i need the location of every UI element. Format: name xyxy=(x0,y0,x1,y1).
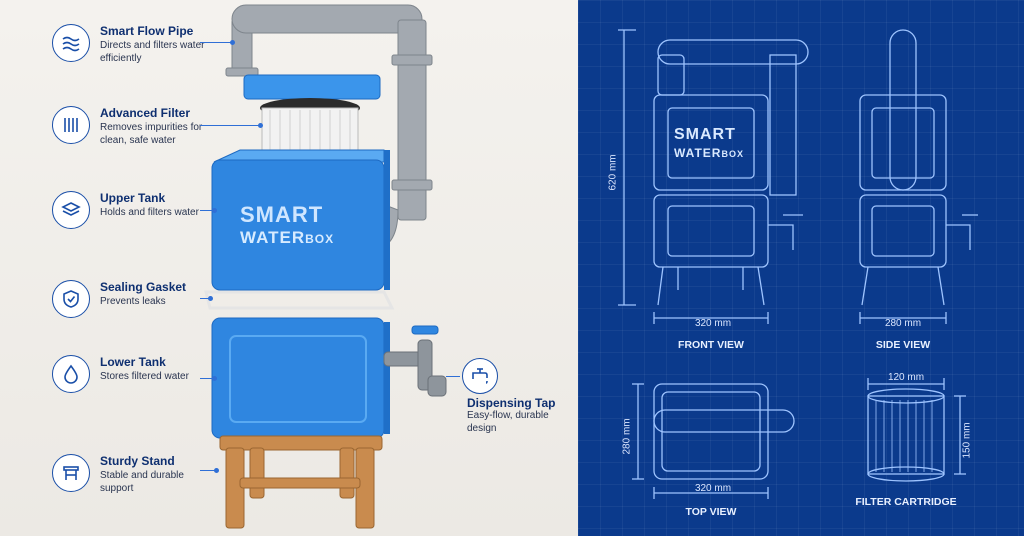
feature-title: Advanced Filter xyxy=(100,106,191,120)
feature-desc: Holds and filters water xyxy=(100,207,199,218)
feature-smart-flow-pipe: Smart Flow Pipe Directs and filters wate… xyxy=(52,24,252,84)
feature-title: Sturdy Stand xyxy=(100,454,175,468)
stool-icon xyxy=(52,454,90,492)
brand-logo: SMART xyxy=(240,202,323,228)
product-illustration-panel: SMART WATERBOX Smart Flow Pipe Directs a… xyxy=(0,0,578,536)
faucet-icon xyxy=(462,358,498,394)
water-box-illustration xyxy=(204,4,447,529)
lower-tank xyxy=(211,317,390,439)
dim-side-width: 280 mm xyxy=(884,318,922,329)
leader-dot xyxy=(230,40,235,45)
tap-leader-line xyxy=(446,376,460,377)
tap xyxy=(383,325,447,397)
feature-desc: Stable and durable support xyxy=(100,470,184,494)
gasket xyxy=(204,290,395,310)
leader-dot xyxy=(212,376,217,381)
leader-dot xyxy=(258,123,263,128)
leader-dot xyxy=(212,208,217,213)
feature-sturdy-stand: Sturdy Stand Stable and durable support xyxy=(52,454,252,514)
side-view-label: SIDE VIEW xyxy=(875,339,931,351)
leader-line xyxy=(200,378,214,379)
dim-top-depth: 280 mm xyxy=(621,418,633,455)
top-view-label: TOP VIEW xyxy=(685,506,737,518)
dim-top-width: 320 mm xyxy=(694,483,732,494)
brand-line2b: BOX xyxy=(305,232,335,246)
upper-lid xyxy=(243,74,381,100)
brand-line1: SMART xyxy=(240,202,324,227)
upper-tank xyxy=(211,149,390,291)
leader-line xyxy=(200,42,232,43)
feature-sealing-gasket: Sealing Gasket Prevents leaks xyxy=(52,280,252,340)
blueprint-brand-line2: WATERBOX xyxy=(674,146,744,160)
front-view-label: FRONT VIEW xyxy=(678,339,744,351)
feature-title: Smart Flow Pipe xyxy=(100,24,194,38)
wooden-stand xyxy=(219,435,383,529)
dim-front-height: 620 mm xyxy=(607,154,619,191)
feature-desc: Directs and filters water efficiently xyxy=(100,40,205,64)
feature-lower-tank: Lower Tank Stores filtered water xyxy=(52,355,252,415)
top-view-drawing xyxy=(632,383,795,499)
feature-desc: Stores filtered water xyxy=(100,371,189,382)
side-view-drawing xyxy=(859,29,978,324)
filter-cartridge-label: FILTER CARTRIDGE xyxy=(855,496,957,508)
feature-title: Upper Tank xyxy=(100,191,166,205)
blueprint-brand-line2b: BOX xyxy=(721,149,744,159)
feature-upper-tank: Upper Tank Holds and filters water xyxy=(52,191,252,251)
water-drop-icon xyxy=(52,355,90,393)
brand-logo-line2: WATERBOX xyxy=(240,228,334,248)
feature-desc: Prevents leaks xyxy=(100,296,166,307)
blueprint-drawing xyxy=(618,29,978,499)
tap-title: Dispensing Tap xyxy=(467,396,556,410)
blueprint-brand-line1: SMART xyxy=(674,126,736,143)
feature-desc: Removes impurities for clean, safe water xyxy=(100,122,203,146)
layers-icon xyxy=(52,191,90,229)
shield-check-icon xyxy=(52,280,90,318)
leader-line xyxy=(200,298,210,299)
feature-title: Sealing Gasket xyxy=(100,280,187,294)
leader-dot xyxy=(214,468,219,473)
dim-front-width: 320 mm xyxy=(694,318,732,329)
leader-line xyxy=(200,210,214,211)
leader-line xyxy=(200,125,260,126)
blueprint-panel: SMART WATERBOX 620 mm 320 mm FRONT VIEW … xyxy=(578,0,1024,536)
dim-filter-width: 120 mm xyxy=(887,372,925,383)
dim-filter-height: 150 mm xyxy=(961,422,973,459)
front-view-drawing xyxy=(618,29,809,324)
leader-line xyxy=(200,470,216,471)
feature-title: Lower Tank xyxy=(100,355,166,369)
tap-desc: Easy-flow, durable design xyxy=(467,410,549,434)
feature-advanced-filter: Advanced Filter Removes impurities for c… xyxy=(52,106,252,166)
waves-icon xyxy=(52,24,90,62)
leader-dot xyxy=(208,296,213,301)
brand-line2a: WATER xyxy=(240,228,306,247)
blueprint-brand-line2a: WATER xyxy=(674,146,722,160)
filter-icon xyxy=(52,106,90,144)
filter-cartridge-drawing xyxy=(867,378,966,482)
